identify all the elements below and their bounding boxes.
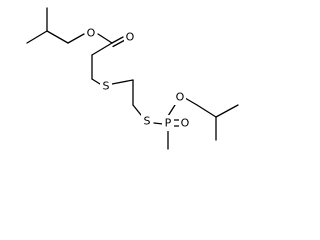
alkoxy-oxygen-label: O: [176, 91, 185, 104]
atom-labels: O O S S P O O: [85, 25, 191, 131]
bond-carbonyl-ch2: [91, 42, 113, 56]
atom-thiol-sulfur: S: [141, 113, 153, 129]
atom-carbonyl-oxygen: O: [124, 29, 136, 45]
phosphoryl-oxygen-label: O: [181, 117, 190, 130]
atom-phosphorus: P: [162, 115, 174, 131]
carbonyl-oxygen-label: O: [126, 31, 135, 44]
bond-phosphorus-alkoxy-oxygen: [167, 104, 176, 117]
atom-thioether-sulfur: S: [100, 78, 112, 94]
molecule-structure-diagram: O O S S P O O: [26, 7, 239, 150]
bond-isobutyl-methyl-a: [26, 30, 48, 44]
atom-ester-oxygen: O: [85, 25, 97, 41]
bond-thioether-sulfur-ch2: [111, 79, 134, 85]
bonds: [26, 7, 239, 150]
bond-alkoxy-oxygen-ch2: [184, 97, 198, 106]
bond-isobutyl-ch-ch2: [46, 30, 69, 44]
bond-ch-methyl-a: [215, 104, 239, 118]
bond-ch2-ester-oxygen: [67, 33, 85, 44]
atom-alkoxy-oxygen: O: [174, 89, 186, 105]
thiol-sulfur-label: S: [144, 115, 151, 128]
atom-phosphoryl-oxygen: O: [179, 115, 191, 131]
bond-ester-oxygen-carbonyl: [97, 33, 113, 44]
bond-ch2-ch: [196, 104, 217, 118]
bond-ch2-thioether-sulfur: [91, 78, 101, 85]
thioether-sulfur-label: S: [103, 80, 110, 93]
bond-thiol-sulfur-phosphorus: [153, 122, 164, 125]
ester-oxygen-label: O: [87, 27, 96, 40]
phosphorus-label: P: [165, 117, 172, 130]
bond-ch2-thiol-sulfur: [132, 104, 142, 116]
bond-carbonyl-double-a: [111, 36, 124, 44]
bond-carbonyl-double-b: [112, 39, 126, 48]
